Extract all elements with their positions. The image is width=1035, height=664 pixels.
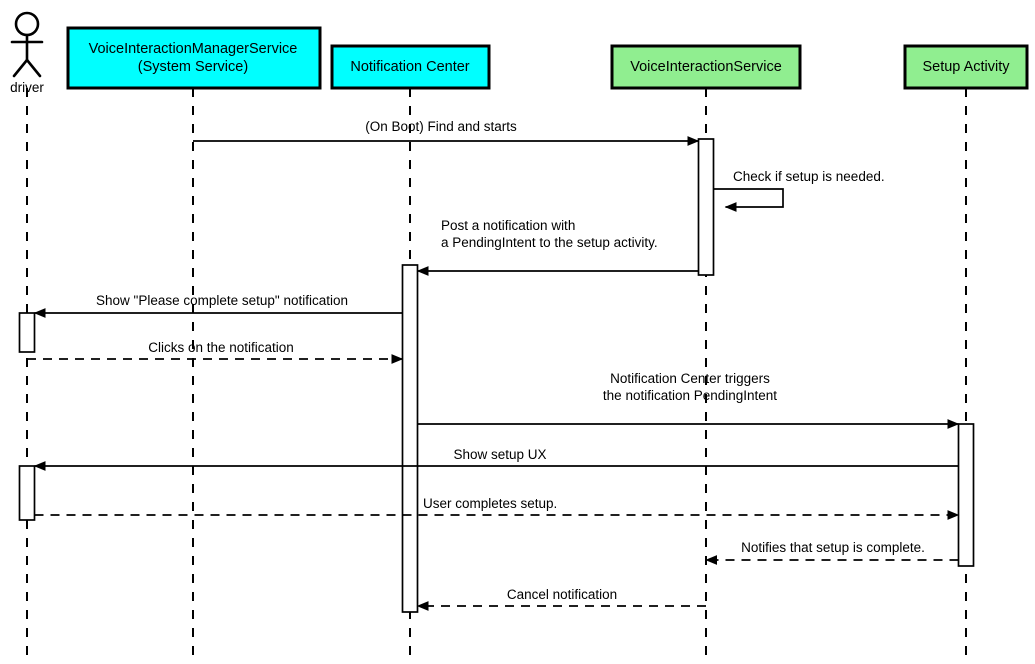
participant-label-setupactivity: Setup Activity <box>922 59 1010 75</box>
actor-leg-right-icon <box>25 58 42 78</box>
participant-driver[interactable]: driver <box>10 11 44 95</box>
participant-label-driver: driver <box>10 80 44 95</box>
participant-label-notifcenter: Notification Center <box>350 59 469 75</box>
message-arrow-m2 <box>713 188 784 212</box>
participant-vims[interactable]: VoiceInteractionManagerService (System Se… <box>66 26 322 90</box>
message-m3[interactable]: Post a notification with a PendingIntent … <box>416 218 699 276</box>
message-label-m4: Show "Please complete setup" notificatio… <box>96 293 348 308</box>
message-m9[interactable]: Notifies that setup is complete. <box>705 540 959 565</box>
activation-bars-group <box>18 138 975 613</box>
message-m2[interactable]: Check if setup is needed. <box>713 169 885 212</box>
message-label-m7: Show setup UX <box>453 447 546 462</box>
participant-vis[interactable]: VoiceInteractionService <box>610 44 802 90</box>
participant-label-vims: (System Service) <box>138 59 248 75</box>
message-label-m5: Clicks on the notification <box>148 340 294 355</box>
message-label-m9: Notifies that setup is complete. <box>741 540 925 555</box>
message-m4[interactable]: Show "Please complete setup" notificatio… <box>33 293 403 318</box>
participant-box-vis[interactable] <box>610 44 802 90</box>
message-m1[interactable]: (On Boot) Find and starts <box>193 119 700 146</box>
participant-setupactivity[interactable]: Setup Activity <box>903 44 1029 90</box>
activation-bar-notifcenter <box>401 264 419 613</box>
message-label-m6: the notification PendingIntent <box>603 388 777 403</box>
message-m5[interactable]: Clicks on the notification <box>27 340 404 364</box>
message-label-m6: Notification Center triggers <box>610 371 770 386</box>
participant-box-setupactivity[interactable] <box>903 44 1029 90</box>
message-label-m8: User completes setup. <box>423 496 557 511</box>
message-label-m1: (On Boot) Find and starts <box>365 119 517 134</box>
message-m7[interactable]: Show setup UX <box>33 447 959 471</box>
participant-label-vims: VoiceInteractionManagerService <box>89 41 298 57</box>
activation-bar-driver <box>18 465 36 521</box>
message-label-m3: a PendingIntent to the setup activity. <box>441 235 658 250</box>
activation-bar-driver <box>18 312 36 353</box>
message-m10[interactable]: Cancel notification <box>416 587 707 611</box>
actor-head-icon <box>14 11 40 37</box>
message-m8[interactable]: User completes setup. <box>34 496 960 520</box>
participant-notifcenter[interactable]: Notification Center <box>330 44 491 90</box>
activation-bar-vis <box>697 138 715 276</box>
message-label-m10: Cancel notification <box>507 587 617 602</box>
message-label-m3: Post a notification with <box>441 218 575 233</box>
participants-group: driver VoiceInteractionManagerService (Sys… <box>10 11 1029 95</box>
actor-leg-left-icon <box>12 58 29 78</box>
activation-bar-setupactivity <box>957 423 975 567</box>
message-label-m2: Check if setup is needed. <box>733 169 885 184</box>
participant-box-vims[interactable] <box>66 26 322 90</box>
participant-box-notifcenter[interactable] <box>330 44 491 90</box>
message-m6[interactable]: Notification Center triggers the notifica… <box>417 371 960 429</box>
participant-label-vis: VoiceInteractionService <box>630 59 782 75</box>
